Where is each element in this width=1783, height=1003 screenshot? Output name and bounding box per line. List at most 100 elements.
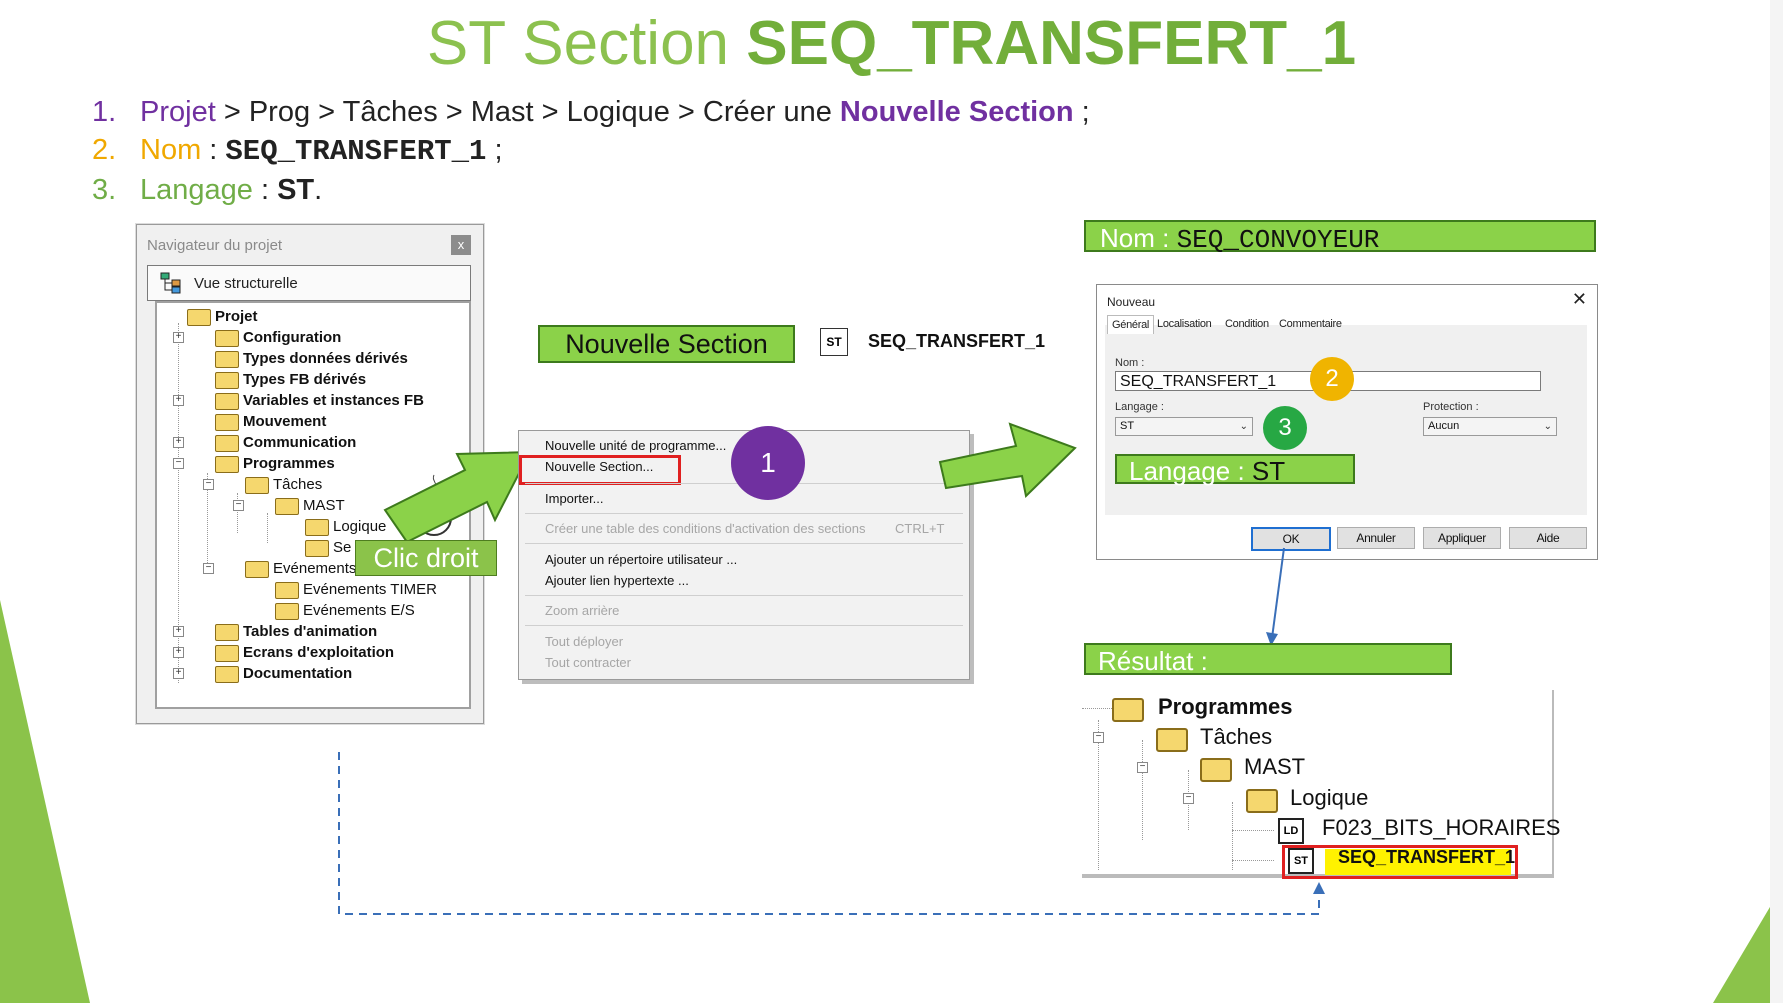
menu-item-tout-contracter: Tout contracter	[545, 655, 631, 670]
folder-icon	[215, 456, 239, 473]
folder-icon	[215, 372, 239, 389]
expand-icon[interactable]: +	[173, 647, 184, 658]
structural-view-label: Vue structurelle	[194, 275, 298, 292]
menu-item-nouvelle-unite[interactable]: Nouvelle unité de programme...	[545, 438, 727, 453]
tree-item-types-fb[interactable]: Types FB dérivés	[243, 371, 367, 388]
folder-icon	[215, 666, 239, 683]
menu-highlight-box	[519, 455, 681, 485]
expand-icon[interactable]: +	[173, 395, 184, 406]
collapse-icon[interactable]: −	[1183, 793, 1194, 804]
collapse-icon[interactable]: −	[173, 458, 184, 469]
protection-select[interactable]: Aucun⌄	[1423, 417, 1557, 436]
step-1: 1.Projet > Prog > Tâches > Mast > Logiqu…	[92, 96, 1090, 129]
tree-item-programmes[interactable]: Programmes	[243, 455, 335, 472]
folder-icon	[245, 477, 269, 494]
folder-icon	[1112, 698, 1144, 722]
step-3-value: ST	[277, 174, 315, 206]
collapse-icon[interactable]: −	[1093, 732, 1104, 743]
result-item-mast[interactable]: MAST	[1244, 754, 1306, 779]
tree-item-documentation[interactable]: Documentation	[243, 665, 353, 682]
structure-icon	[160, 272, 181, 294]
nouvelle-section-badge: Nouvelle Section	[538, 325, 795, 363]
protection-label: Protection :	[1423, 401, 1479, 413]
folder-icon	[305, 519, 329, 536]
tree-item-evenements[interactable]: Evénements	[273, 560, 357, 577]
tab-general[interactable]: Général	[1107, 315, 1155, 334]
menu-item-nouvelle-section[interactable]: Nouvelle Section...	[545, 459, 654, 474]
dashed-connector	[338, 752, 1325, 915]
annuler-button[interactable]: Annuler	[1337, 527, 1415, 549]
ok-button[interactable]: OK	[1251, 527, 1331, 551]
expand-icon[interactable]: +	[173, 332, 184, 343]
tree-item-configuration[interactable]: Configuration	[243, 329, 342, 346]
folder-icon	[245, 561, 269, 578]
folder-icon	[215, 393, 239, 410]
folder-icon	[275, 603, 299, 620]
tab-localisation[interactable]: Localisation	[1157, 318, 1212, 330]
expand-icon[interactable]: +	[173, 437, 184, 448]
tree-item-evenements-timer[interactable]: Evénements TIMER	[303, 581, 437, 598]
tree-item-tables-animation[interactable]: Tables d'animation	[243, 623, 378, 640]
menu-shortcut: CTRL+T	[895, 521, 945, 536]
menu-item-tout-deployer: Tout déployer	[545, 634, 624, 649]
tree-item-mast[interactable]: MAST	[303, 497, 345, 514]
langage-value: ST	[1120, 420, 1135, 432]
expand-icon[interactable]: +	[173, 626, 184, 637]
tree-item-mouvement[interactable]: Mouvement	[243, 413, 327, 430]
nom-label: Nom :	[1115, 357, 1145, 369]
step-marker-2: 2	[1310, 357, 1354, 401]
tab-condition[interactable]: Condition	[1225, 318, 1269, 330]
tree-item-ecrans[interactable]: Ecrans d'exploitation	[243, 644, 395, 661]
tree-item-variables[interactable]: Variables et instances FB	[243, 392, 424, 409]
tab-commentaire[interactable]: Commentaire	[1279, 318, 1342, 330]
ld-icon: LD	[1278, 818, 1304, 844]
menu-item-ajouter-repertoire[interactable]: Ajouter un répertoire utilisateur ...	[545, 552, 738, 567]
navigator-title: Navigateur du projet	[147, 237, 283, 254]
collapse-icon[interactable]: −	[233, 500, 244, 511]
st-section-icon: ST	[820, 328, 848, 356]
step-1-path: > Prog > Tâches > Mast > Logique > Créer…	[215, 96, 840, 128]
appliquer-button[interactable]: Appliquer	[1423, 527, 1501, 549]
chevron-down-icon: ⌄	[1543, 421, 1552, 432]
structural-view-tab[interactable]: Vue structurelle	[147, 265, 471, 301]
result-item-f023[interactable]: F023_BITS_HORAIRES	[1322, 815, 1561, 840]
folder-icon	[215, 645, 239, 662]
step-3-end: .	[314, 174, 323, 206]
langage-badge-label: Langage :	[1129, 456, 1252, 486]
step-2: 2.Nom : SEQ_TRANSFERT_1 ;	[92, 134, 503, 168]
aide-button[interactable]: Aide	[1509, 527, 1587, 549]
tree-item-types-donnees[interactable]: Types données dérivés	[243, 350, 408, 367]
step-3: 3.Langage : ST.	[92, 174, 322, 207]
tree-item-se[interactable]: Se	[333, 539, 352, 556]
result-item-logique[interactable]: Logique	[1290, 785, 1369, 810]
step-1-number: 1.	[92, 96, 117, 128]
collapse-icon[interactable]: −	[1137, 762, 1148, 773]
result-tree: Programmes − Tâches − MAST − Logique LD …	[1082, 690, 1560, 879]
result-item-taches[interactable]: Tâches	[1200, 724, 1273, 749]
menu-item-importer[interactable]: Importer...	[545, 491, 604, 506]
tree-item-communication[interactable]: Communication	[243, 434, 357, 451]
langage-select[interactable]: ST⌄	[1115, 417, 1253, 436]
collapse-icon[interactable]: −	[203, 563, 214, 574]
result-item-programmes[interactable]: Programmes	[1158, 694, 1293, 719]
langage-badge: Langage : ST	[1115, 454, 1355, 486]
folder-icon	[275, 498, 299, 515]
folder-icon	[215, 624, 239, 641]
folder-icon	[215, 351, 239, 368]
folder-icon	[187, 309, 211, 326]
result-item-seq-transfert[interactable]: SEQ_TRANSFERT_1	[1338, 847, 1516, 867]
step-3-colon: :	[252, 174, 278, 206]
clic-droit-label: Clic droit	[355, 540, 497, 576]
tree-item-projet[interactable]: Projet	[215, 308, 258, 325]
navigator-close-button[interactable]: x	[451, 235, 471, 255]
collapse-icon[interactable]: −	[203, 479, 214, 490]
tree-item-taches[interactable]: Tâches	[273, 476, 323, 493]
decor-triangle-left	[0, 600, 90, 1003]
decor-edge-right	[1770, 0, 1783, 1003]
menu-item-ajouter-lien[interactable]: Ajouter lien hypertexte ...	[545, 573, 689, 588]
tree-item-logique[interactable]: Logique	[333, 518, 387, 535]
blue-arrow-icon	[1266, 547, 1285, 646]
dialog-close-icon[interactable]: ✕	[1571, 289, 1587, 309]
expand-icon[interactable]: +	[173, 668, 184, 679]
tree-item-evenements-es[interactable]: Evénements E/S	[303, 602, 415, 619]
